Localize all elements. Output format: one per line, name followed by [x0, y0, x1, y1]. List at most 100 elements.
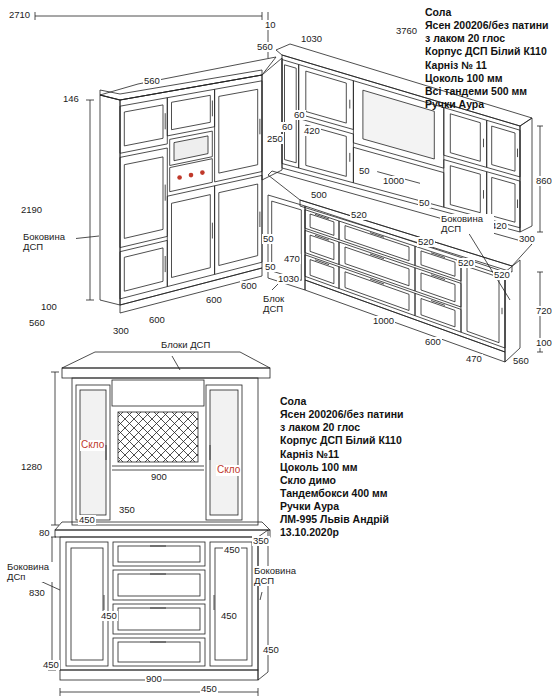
line-art	[299, 65, 354, 130]
part-label: Боковина ДСП	[440, 214, 494, 234]
part-label: Боковина ДСП	[22, 232, 76, 252]
dimension-label: 1280	[20, 462, 43, 472]
line-art	[189, 173, 194, 178]
spec-note: Цоколь 100 мм	[280, 461, 410, 474]
line-art	[315, 214, 329, 219]
line-art	[150, 574, 166, 575]
dimension-label: 50	[264, 262, 277, 272]
line-art	[431, 301, 445, 306]
dimension-label: 560	[512, 356, 530, 366]
line-art	[370, 254, 384, 259]
line-art	[537, 126, 543, 127]
dimension-label: 1030	[277, 274, 300, 284]
line-art	[118, 412, 198, 462]
dimension-label: 450	[78, 515, 96, 525]
line-art	[431, 253, 445, 258]
line-art	[210, 542, 252, 666]
dimension-label: 80	[38, 528, 51, 538]
line-art	[345, 226, 409, 261]
line-art	[210, 445, 211, 460]
dimension-label: 600	[205, 295, 223, 305]
line-art	[206, 385, 242, 520]
line-art	[353, 147, 443, 207]
dimension-label: 350	[118, 505, 136, 515]
spec-note: Карніз № 11	[425, 59, 555, 72]
dimension-label: 1030	[300, 34, 323, 44]
dimension-label: 250	[266, 134, 284, 144]
line-art	[181, 412, 198, 462]
line-art	[118, 642, 200, 662]
line-art	[310, 235, 334, 260]
line-art	[214, 595, 215, 610]
line-art	[167, 89, 214, 136]
line-art	[487, 120, 520, 177]
dimension-label: 520	[350, 210, 368, 220]
line-art	[106, 445, 107, 460]
line-art	[76, 385, 110, 520]
glass-label: Скло	[80, 440, 105, 451]
line-art	[215, 175, 262, 274]
dimension-label: 720	[535, 306, 553, 316]
line-art	[305, 206, 505, 352]
dimension-label: 450	[200, 684, 218, 694]
dimension-label: 100	[40, 302, 58, 312]
line-art	[167, 186, 214, 287]
spec-note: Цоколь 100 мм	[425, 72, 555, 85]
line-art	[259, 212, 260, 227]
line-art	[165, 185, 166, 201]
line-art	[339, 242, 415, 291]
line-art	[537, 232, 543, 233]
glass-label: Скло	[216, 465, 241, 476]
line-art	[113, 604, 205, 634]
line-art	[100, 57, 276, 100]
line-art	[421, 299, 455, 327]
line-art	[310, 260, 334, 284]
spec-note: Сола	[280, 395, 410, 408]
line-art	[181, 412, 198, 462]
line-art	[52, 537, 53, 670]
dimension-label: 146	[62, 94, 80, 104]
dimension-label: 470	[283, 254, 301, 264]
line-art	[118, 608, 200, 630]
line-art	[118, 412, 123, 462]
line-art	[200, 170, 205, 175]
spec-note: Сола	[425, 6, 555, 19]
line-art	[118, 412, 141, 462]
dimension-label: 50	[262, 234, 275, 244]
line-art	[370, 279, 384, 284]
line-art	[517, 200, 518, 209]
line-art	[315, 260, 329, 265]
dimension-label: 600	[240, 281, 258, 291]
line-art	[66, 542, 108, 666]
dimension-label: Блоки ДСП	[160, 340, 211, 350]
part-label: Боковина ДСп	[6, 562, 53, 582]
line-art	[118, 412, 123, 462]
dimension-label: 900	[145, 674, 163, 684]
spec-note: Скло димо	[280, 474, 410, 487]
line-art	[120, 75, 262, 305]
line-art	[163, 412, 198, 462]
line-art	[520, 118, 532, 232]
line-art	[86, 100, 94, 101]
line-art	[215, 81, 262, 182]
dimension-label: 100	[535, 338, 553, 348]
line-art	[483, 139, 484, 148]
line-art	[444, 108, 487, 168]
line-art	[190, 412, 198, 462]
line-art	[62, 352, 270, 368]
dimension-label: 600	[424, 337, 442, 347]
line-art	[170, 159, 213, 192]
dimension-label: 60	[281, 122, 294, 132]
dimension-label: 1000	[382, 176, 405, 186]
spec-note: Карніз №11	[280, 448, 410, 461]
dimension-label: 500	[310, 190, 328, 200]
spec-note: Ручки Аура	[425, 98, 555, 111]
line-art	[113, 542, 205, 566]
line-art	[174, 136, 208, 161]
line-art	[215, 548, 247, 660]
line-art	[212, 101, 213, 117]
line-art	[154, 412, 198, 462]
line-art	[120, 98, 167, 154]
dimension-label: 50	[358, 166, 371, 176]
line-art	[60, 688, 61, 696]
